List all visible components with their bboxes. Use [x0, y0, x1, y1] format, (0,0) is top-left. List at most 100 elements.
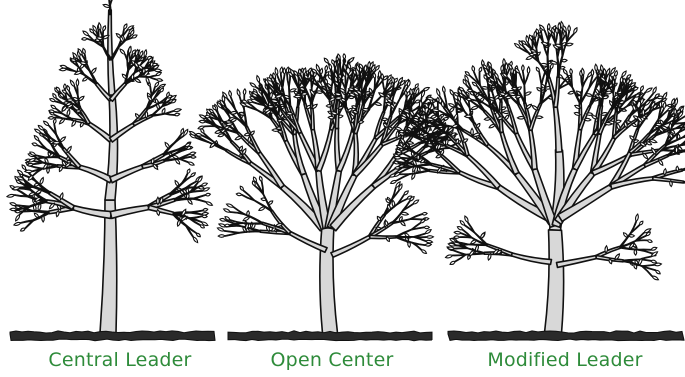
leaf: [9, 202, 18, 207]
leaf: [525, 103, 533, 110]
twig: [121, 29, 128, 37]
leaf: [52, 92, 57, 99]
leaf: [391, 76, 395, 85]
leaf: [457, 88, 463, 95]
leaf: [164, 141, 170, 150]
leaf: [155, 71, 163, 77]
leaf: [152, 162, 159, 171]
leaf: [242, 147, 247, 156]
leaf: [153, 68, 163, 73]
leaf: [621, 70, 627, 78]
leaf: [651, 147, 657, 156]
leaf: [48, 153, 55, 158]
leaf: [643, 99, 652, 107]
leaf: [66, 108, 71, 118]
leaf: [156, 196, 160, 206]
leaf: [384, 219, 389, 227]
leaf: [538, 24, 546, 32]
leaf: [671, 97, 676, 106]
leaf: [451, 124, 459, 129]
leaf: [399, 115, 408, 120]
leaf: [399, 211, 410, 216]
leaf: [63, 83, 67, 90]
leaf: [632, 99, 637, 106]
leaf: [352, 68, 357, 76]
leaf: [644, 87, 653, 93]
twig: [311, 75, 320, 87]
leaf: [5, 193, 16, 198]
leaf: [663, 167, 667, 176]
leaf: [303, 74, 309, 80]
leaf: [516, 115, 526, 120]
leaf: [347, 62, 352, 71]
leaf: [426, 122, 433, 127]
leaf: [338, 87, 347, 93]
leaf: [236, 88, 241, 98]
leaf: [55, 86, 61, 93]
leaf: [33, 196, 42, 203]
leaf: [632, 103, 637, 112]
leaf: [643, 228, 652, 234]
twig: [681, 168, 685, 172]
leaf: [266, 104, 275, 109]
leaf: [676, 133, 681, 140]
leaf: [208, 108, 215, 114]
leaf: [181, 208, 187, 217]
leaf: [269, 91, 273, 100]
leaf: [149, 60, 154, 68]
leaf: [444, 254, 454, 259]
leaf: [386, 203, 391, 212]
leaf: [292, 94, 303, 99]
leaf: [389, 179, 398, 185]
leaf: [407, 240, 411, 249]
leaf: [393, 160, 400, 165]
leaf: [442, 138, 447, 146]
leaf: [468, 249, 475, 257]
leaf: [639, 97, 644, 106]
leaf: [496, 116, 504, 121]
twig: [459, 101, 466, 112]
scaffold-limb: [330, 234, 372, 259]
twig: [409, 218, 423, 221]
leaf: [28, 151, 37, 156]
leaf: [229, 117, 238, 123]
trunk: [319, 224, 339, 334]
twig: [369, 234, 397, 240]
leaf: [217, 223, 228, 228]
leaf: [456, 226, 464, 231]
leaf: [33, 212, 40, 219]
leaf: [214, 130, 222, 134]
twig: [570, 73, 574, 88]
leaf: [658, 100, 663, 109]
leaf: [185, 187, 190, 195]
leaf: [347, 56, 355, 64]
leaf: [446, 126, 455, 134]
leaf: [264, 109, 272, 116]
twig: [635, 239, 648, 242]
leaf: [299, 87, 306, 91]
leaf: [238, 111, 246, 116]
leaf: [450, 132, 457, 137]
twig: [258, 81, 269, 96]
leaf: [81, 76, 89, 82]
leaf: [627, 233, 636, 238]
leaf: [573, 111, 581, 116]
leaf: [554, 43, 563, 48]
leaf: [591, 115, 599, 120]
tree-pruning-illustration: [5, 0, 685, 342]
leaf: [323, 57, 329, 64]
leaf: [636, 115, 644, 124]
leaf: [510, 86, 519, 91]
leaf: [39, 176, 44, 186]
leaf: [619, 75, 624, 84]
leaf: [629, 135, 635, 141]
leaf: [614, 119, 622, 124]
leaf: [33, 128, 42, 134]
leaf: [187, 198, 193, 205]
leaf: [343, 62, 347, 72]
leaf: [628, 241, 635, 250]
leaf: [415, 87, 420, 97]
leaf: [264, 78, 269, 87]
leaf: [327, 115, 336, 120]
leaf: [380, 73, 385, 81]
